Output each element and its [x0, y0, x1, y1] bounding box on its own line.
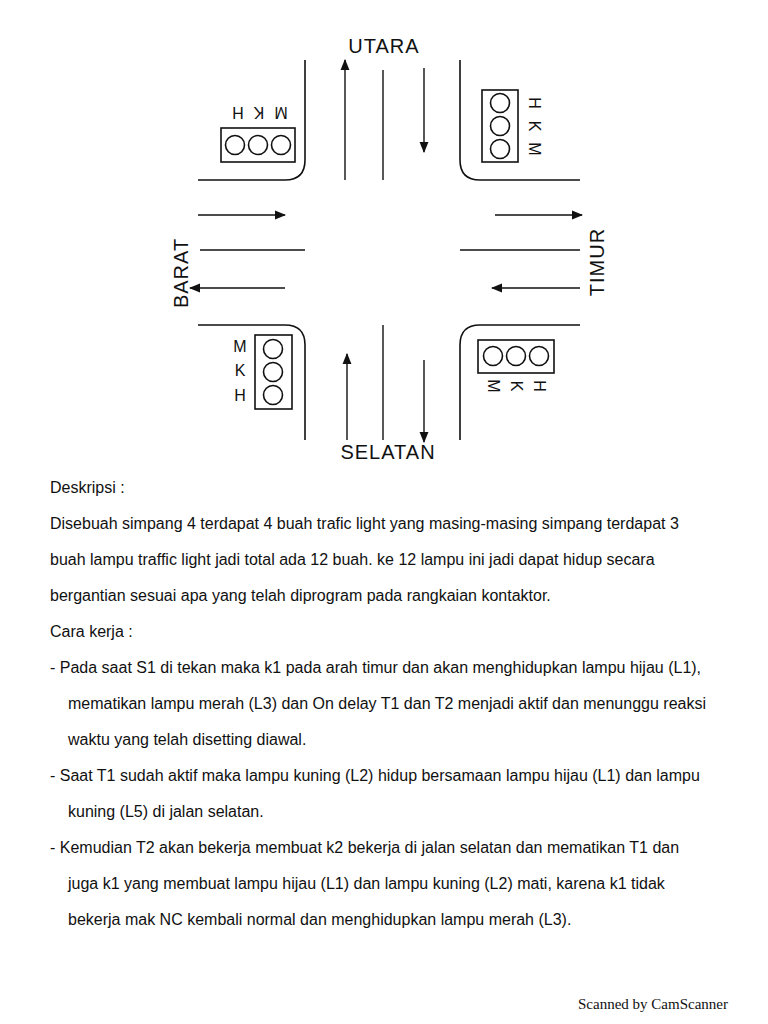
lane-arrow — [344, 60, 345, 180]
direction-label: TIMUR — [587, 228, 607, 296]
scanner-watermark: Scanned by CamScanner — [578, 996, 728, 1013]
traffic-light-housing — [482, 90, 518, 162]
lamp — [264, 363, 283, 382]
lane-arrow — [423, 68, 424, 152]
lamp-letter: K — [526, 121, 542, 132]
lamp — [272, 136, 291, 155]
lamp — [491, 117, 510, 136]
curb-line — [198, 60, 305, 180]
lamp-letter: M — [526, 142, 542, 155]
lane-arrow — [495, 214, 582, 215]
divider-line — [200, 249, 305, 250]
traffic-arrows — [190, 60, 582, 442]
lamp-letter: K — [235, 363, 246, 379]
lamp-letter: H — [232, 104, 244, 120]
lamp-letter: H — [531, 380, 547, 392]
lamp-letter: M — [274, 104, 287, 120]
lamp — [264, 386, 283, 405]
lane-dividers — [200, 70, 580, 440]
lamp — [491, 94, 510, 113]
lamp — [264, 340, 283, 359]
lamp-letter: M — [233, 339, 246, 355]
divider-line — [382, 70, 383, 180]
description-paragraph: Disebuah simpang 4 terdapat 4 buah trafi… — [50, 506, 710, 614]
divider-line — [460, 249, 580, 250]
lane-arrow — [198, 214, 285, 215]
curb-line — [460, 325, 580, 440]
lamp-letter: K — [254, 104, 265, 120]
direction-label: SELATAN — [340, 442, 435, 462]
lamp — [249, 136, 268, 155]
traffic-light-housing — [255, 335, 292, 409]
road-curbs — [198, 60, 580, 440]
traffic-light-housing — [221, 128, 295, 162]
lamp — [226, 136, 245, 155]
traffic-lights — [221, 90, 554, 409]
curb-line — [198, 325, 305, 440]
divider-line — [382, 325, 383, 440]
lane-arrow — [492, 287, 580, 288]
lane-arrow — [346, 354, 347, 440]
lamp-letter: K — [508, 381, 524, 392]
section-heading: Cara kerja : — [50, 614, 710, 650]
step-item: - Saat T1 sudah aktif maka lampu kuning … — [50, 758, 710, 830]
lamp — [507, 347, 526, 366]
lane-arrow — [423, 360, 424, 442]
lamp-letter: H — [234, 388, 246, 404]
description-text: Deskripsi :Disebuah simpang 4 terdapat 4… — [50, 470, 710, 938]
lane-arrow — [190, 287, 285, 288]
step-item: - Kemudian T2 akan bekerja membuat k2 be… — [50, 830, 710, 938]
traffic-light-housing — [478, 340, 554, 373]
lamp — [484, 347, 503, 366]
lamp-letter: M — [485, 379, 501, 392]
curb-line — [460, 60, 580, 180]
lamp-letter: H — [526, 97, 542, 109]
direction-label: UTARA — [348, 36, 419, 56]
lamp — [491, 140, 510, 159]
lamp — [530, 347, 549, 366]
direction-label: BARAT — [171, 238, 191, 308]
step-item: - Pada saat S1 di tekan maka k1 pada ara… — [50, 650, 710, 758]
section-heading: Deskripsi : — [50, 470, 710, 506]
